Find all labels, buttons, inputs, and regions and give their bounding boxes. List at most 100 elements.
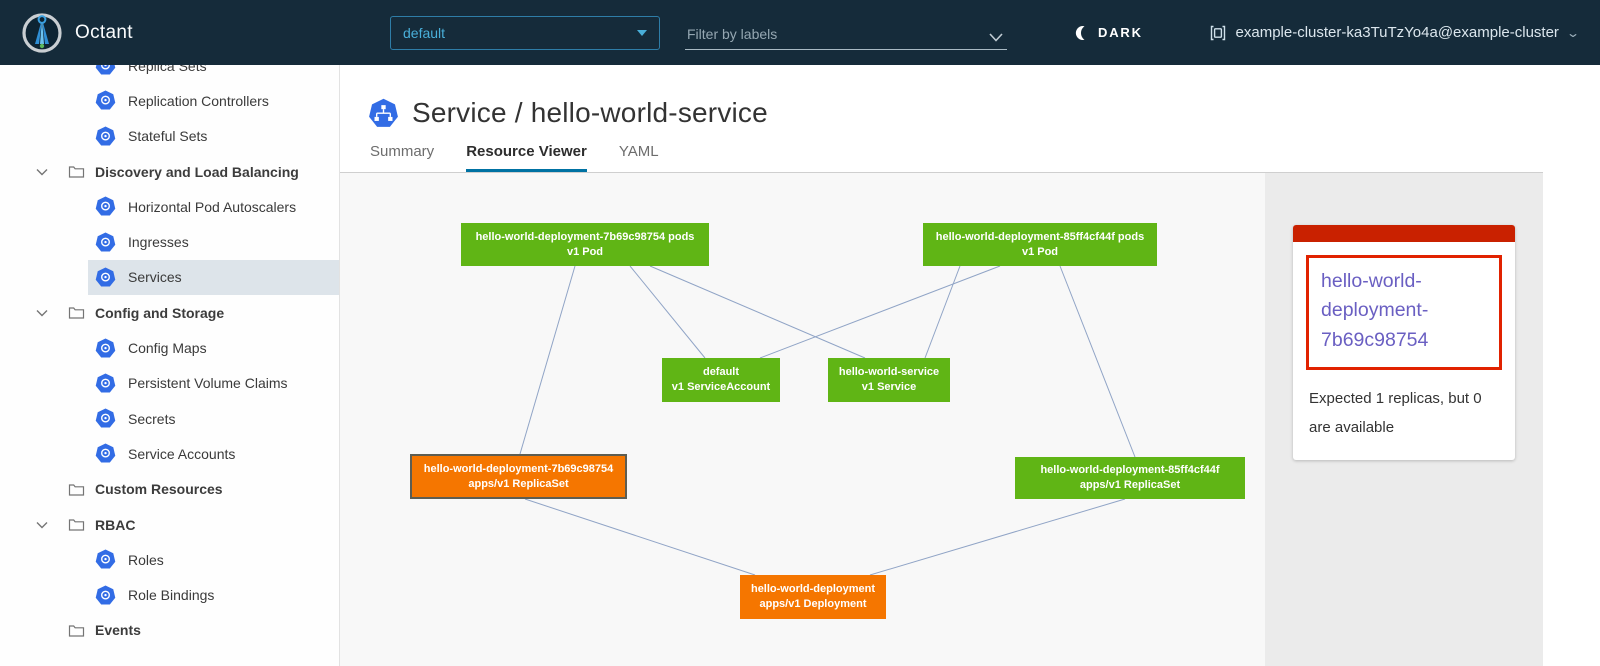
replication-controllers-icon (95, 90, 116, 110)
node-name: hello-world-deployment (750, 583, 876, 596)
cluster-icon (1210, 25, 1225, 40)
sidebar-group-label: Events (95, 622, 141, 639)
graph-edge (869, 498, 1126, 576)
sidebar-item-label: Replica Sets (128, 65, 207, 74)
caret-down-icon (637, 29, 647, 36)
namespace-selector[interactable]: default (390, 15, 660, 50)
sidebar-item-persistent-volume-claims[interactable]: Persistent Volume Claims (88, 366, 339, 401)
graph-node-pod-85ff4cf44f[interactable]: hello-world-deployment-85ff4cf44f pods v… (923, 223, 1157, 266)
chevron-down-icon (36, 521, 48, 528)
sidebar-item-stateful-sets[interactable]: Stateful Sets (88, 119, 339, 154)
sidebar-item-events[interactable]: Events (0, 613, 339, 648)
status-message: Expected 1 replicas, but 0 are available (1309, 389, 1482, 436)
node-name: hello-world-deployment-7b69c98754 pods (475, 230, 695, 243)
tab-yaml[interactable]: YAML (618, 143, 659, 160)
sidebar-group-label: Config and Storage (95, 304, 225, 321)
sidebar-item-label: Services (128, 269, 182, 286)
persistent-volume-claims-icon (95, 373, 116, 393)
moon-icon (1075, 25, 1085, 40)
graph-node-serviceaccount-default[interactable]: default v1 ServiceAccount (662, 358, 780, 402)
graph-node-replicaset-85ff4cf44f[interactable]: hello-world-deployment-85ff4cf44f apps/v… (1015, 457, 1245, 499)
sidebar-item-replication-controllers[interactable]: Replication Controllers (88, 83, 339, 118)
folder-icon (68, 307, 85, 319)
node-name: hello-world-service (838, 366, 940, 379)
theme-toggle-label: DARK (1098, 25, 1143, 40)
content-row: hello-world-deployment-7b69c98754 pods v… (340, 173, 1600, 666)
graph-edge (924, 265, 961, 359)
resource-link[interactable]: hello-world-deployment-7b69c98754 (1321, 270, 1429, 351)
page-title-row: Service / hello-world-service (340, 65, 1600, 143)
config-maps-icon (95, 338, 116, 358)
resource-graph: hello-world-deployment-7b69c98754 pods v… (340, 173, 1265, 666)
chevron-down-icon (36, 168, 48, 176)
roles-icon (95, 549, 116, 569)
graph-edge (649, 265, 866, 359)
graph-node-service-hello-world[interactable]: hello-world-service v1 Service (828, 358, 950, 402)
status-card: hello-world-deployment-7b69c98754 Expect… (1293, 225, 1515, 461)
app-title: Octant (75, 21, 133, 43)
ingresses-icon (95, 232, 116, 252)
sidebar-item-services[interactable]: Services (88, 259, 339, 296)
sidebar-item-roles[interactable]: Roles (88, 542, 339, 577)
sidebar-group-label: RBAC (95, 516, 136, 533)
sidebar-item-config-and-storage[interactable]: Config and Storage (0, 295, 339, 330)
secrets-icon (95, 408, 116, 428)
sidebar-item-label: Roles (128, 551, 164, 568)
sidebar-item-config-maps[interactable]: Config Maps (88, 330, 339, 365)
chevron-down-icon: ⌄ (1565, 25, 1581, 40)
sidebar: Replica Sets Replication Controllers Sta… (0, 65, 340, 666)
sidebar-group-label: Discovery and Load Balancing (95, 163, 299, 180)
sidebar-item-rbac[interactable]: RBAC (0, 507, 339, 542)
tab-bar: Summary Resource Viewer YAML (340, 143, 1543, 173)
replica-sets-icon (95, 65, 116, 75)
detail-panel: hello-world-deployment-7b69c98754 Expect… (1265, 173, 1543, 666)
folder-icon (68, 166, 85, 178)
tab-summary[interactable]: Summary (370, 143, 435, 160)
status-color-bar (1293, 225, 1515, 242)
graph-node-deployment-hello-world[interactable]: hello-world-deployment apps/v1 Deploymen… (740, 575, 886, 619)
graph-node-replicaset-7b69c98754[interactable]: hello-world-deployment-7b69c98754 apps/v… (410, 454, 627, 499)
sidebar-item-secrets[interactable]: Secrets (88, 401, 339, 436)
graph-edge (524, 498, 756, 576)
namespace-value: default (403, 24, 446, 41)
node-kind: v1 ServiceAccount (671, 381, 771, 393)
node-kind: v1 Pod (566, 245, 604, 258)
tab-resource-viewer[interactable]: Resource Viewer (466, 143, 587, 172)
octant-logo-icon (22, 12, 62, 53)
sidebar-item-custom-resources[interactable]: Custom Resources (0, 472, 339, 507)
theme-toggle-button[interactable]: DARK (1074, 25, 1143, 41)
sidebar-item-label: Stateful Sets (128, 128, 208, 145)
graph-edge (519, 265, 576, 455)
sidebar-item-horizontal-pod-autoscalers[interactable]: Horizontal Pod Autoscalers (88, 189, 339, 224)
sidebar-group-label: Custom Resources (95, 481, 223, 498)
sidebar-item-label: Persistent Volume Claims (128, 375, 288, 392)
graph-edge (759, 265, 1001, 359)
sidebar-item-ingresses[interactable]: Ingresses (88, 224, 339, 259)
graph-edge (629, 265, 706, 359)
node-name: hello-world-deployment-85ff4cf44f (1040, 464, 1220, 477)
sidebar-item-replica-sets[interactable]: Replica Sets (88, 65, 339, 83)
sidebar-item-service-accounts[interactable]: Service Accounts (88, 436, 339, 471)
sidebar-item-role-bindings[interactable]: Role Bindings (88, 577, 339, 612)
graph-node-pod-7b69c98754[interactable]: hello-world-deployment-7b69c98754 pods v… (461, 223, 709, 266)
filter-placeholder: Filter by labels (687, 25, 778, 42)
node-kind: v1 Pod (1021, 245, 1059, 258)
selected-resource-box: hello-world-deployment-7b69c98754 (1306, 255, 1502, 370)
right-gutter (1543, 173, 1600, 666)
services-icon (95, 267, 116, 287)
horizontal-pod-autoscalers-icon (95, 196, 116, 216)
folder-icon (68, 484, 85, 496)
graph-edge (1059, 265, 1136, 458)
node-kind: v1 Service (861, 381, 917, 393)
sidebar-item-discovery-and-load-balancing[interactable]: Discovery and Load Balancing (0, 154, 339, 189)
filter-by-labels-input[interactable]: Filter by labels (685, 16, 1007, 50)
folder-icon (68, 625, 85, 637)
cluster-context-selector[interactable]: example-cluster-ka3TuTzYo4a@example-clus… (1209, 24, 1581, 42)
sidebar-item-label: Replication Controllers (128, 92, 269, 109)
app-header: Octant default Filter by labels DARK exa… (0, 0, 1600, 65)
node-name: hello-world-deployment-7b69c98754 (423, 462, 614, 475)
sidebar-item-label: Role Bindings (128, 587, 215, 604)
cluster-context-label: example-cluster-ka3TuTzYo4a@example-clus… (1235, 24, 1559, 41)
app-body: Replica Sets Replication Controllers Sta… (0, 65, 1600, 666)
main-content: Service / hello-world-service Summary Res… (340, 65, 1600, 666)
